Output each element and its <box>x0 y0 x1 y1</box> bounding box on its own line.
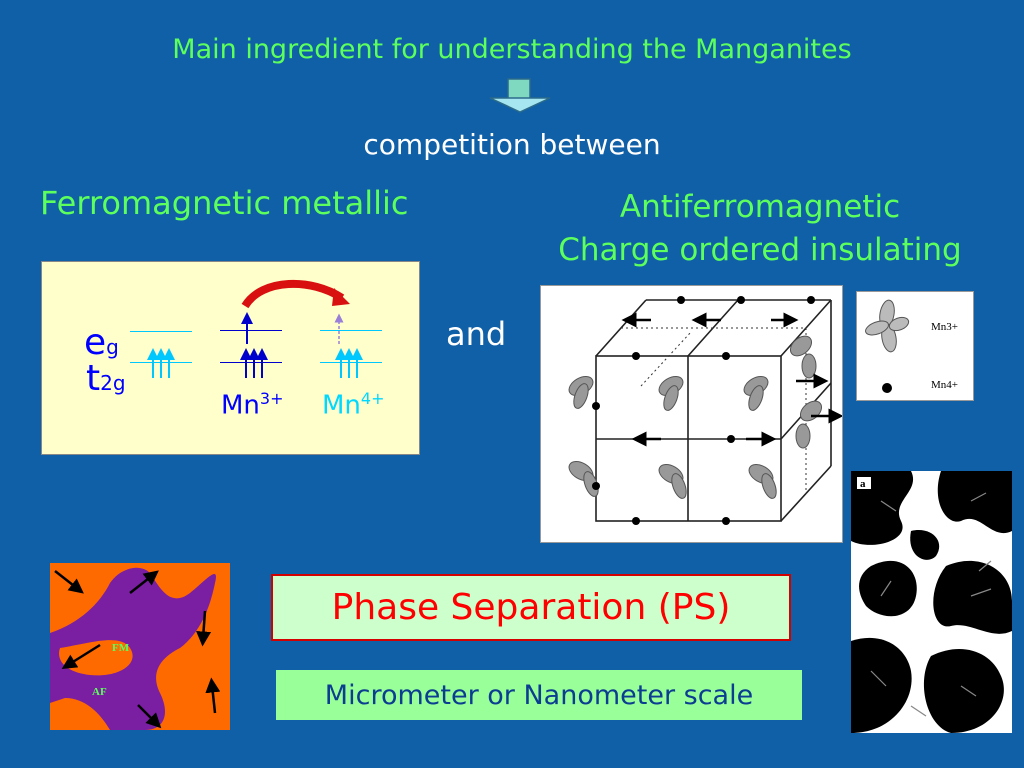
scale-box: Micrometer or Nanometer scale <box>276 670 802 720</box>
af-heading-line1: Antiferromagnetic <box>619 189 901 225</box>
fm-label: FM <box>112 642 130 654</box>
orbital-legend: Mn3+ Mn4+ <box>856 291 974 401</box>
scale-text: Micrometer or Nanometer scale <box>324 679 754 711</box>
legend-mn4-text: Mn4+ <box>931 379 958 391</box>
eg-label: eg <box>84 322 119 363</box>
mn3-label: Mn3+ <box>221 389 284 421</box>
charge-order-cube-image <box>540 285 844 543</box>
down-arrow-icon <box>489 78 551 113</box>
legend-drawing: Mn3+ Mn4+ <box>865 299 958 393</box>
af-heading-line2: Charge ordered insulating <box>558 232 962 268</box>
fm-af-phase-map: FM AF <box>50 563 230 730</box>
t2g-level-mn3 <box>220 362 282 363</box>
antiferromagnetic-heading: Antiferromagnetic Charge ordered insulat… <box>540 186 980 272</box>
phase-map-drawing: FM AF <box>50 563 230 730</box>
slide-title: Main ingredient for understanding the Ma… <box>172 34 852 65</box>
eg-level-mn4 <box>320 330 382 331</box>
af-label: AF <box>92 686 107 698</box>
spin-arrows <box>147 279 363 378</box>
t2g-label: t2g <box>86 358 126 399</box>
phase-separation-text: Phase Separation (PS) <box>331 587 731 628</box>
and-text: and <box>446 315 507 353</box>
competition-text: competition between <box>363 128 661 161</box>
energy-level-diagram: eg t2g <box>41 261 420 455</box>
t2g-level-mn4 <box>320 362 382 363</box>
legend-mn3-text: Mn3+ <box>931 321 958 333</box>
phase-separation-micrograph: a <box>851 471 1012 733</box>
mn4-label: Mn4+ <box>322 389 385 421</box>
eg-level-mn3 <box>220 330 282 331</box>
micrograph-label: a <box>860 478 866 490</box>
cube-drawing <box>568 296 844 525</box>
eg-level-left <box>130 331 192 332</box>
ferromagnetic-heading: Ferromagnetic metallic <box>40 184 409 222</box>
micrograph-drawing: a <box>851 471 1012 733</box>
phase-separation-box: Phase Separation (PS) <box>271 574 791 641</box>
